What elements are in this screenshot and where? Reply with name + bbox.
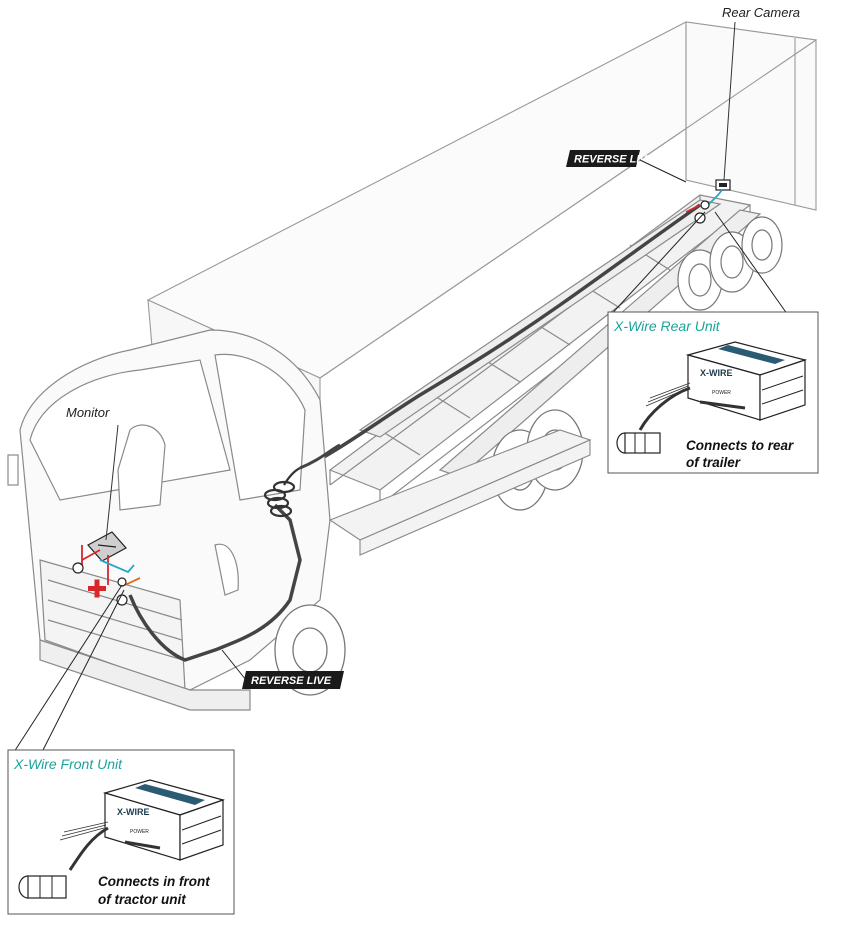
rear-camera-icon	[715, 179, 731, 191]
front-wire-orange	[124, 577, 141, 586]
svg-text:X-WIRE: X-WIRE	[700, 368, 733, 378]
rear-unit-note-line1: Connects to rear	[686, 438, 794, 453]
front-unit-title: X-Wire Front Unit	[13, 756, 123, 772]
reverse-live-tag-bottom: REVERSE LIVE	[242, 671, 344, 689]
front-unit-note-line2: of tractor unit	[98, 892, 186, 907]
coiled-cable-icon	[263, 467, 301, 518]
rear-wire-blue	[707, 189, 723, 206]
rear-unit-note-line2: of trailer	[686, 455, 741, 470]
svg-text:REVERSE LIVE: REVERSE LIVE	[251, 675, 332, 687]
tractor-cable	[128, 503, 302, 662]
trailer-cable	[299, 203, 702, 472]
monitor-label: Monitor	[66, 405, 110, 420]
tractor-chassis	[328, 429, 592, 556]
front-unit-box-icon: X-WIRE POWER	[102, 779, 226, 861]
reverse-live-tag-top: REVERSE LIVE	[566, 150, 655, 167]
front-unit-note-line1: Connects in front	[98, 874, 210, 889]
power-plus-icon	[88, 579, 106, 598]
rear-unit-connector-icon	[616, 432, 661, 454]
rear-wire-red	[685, 204, 701, 213]
rear-unit-title: X-Wire Rear Unit	[613, 318, 721, 334]
front-unit-connector-icon	[18, 875, 67, 899]
trailer-wheels	[677, 216, 783, 311]
svg-text:POWER: POWER	[130, 829, 149, 835]
rear-unit-cable	[638, 386, 691, 431]
front-unit-cable	[68, 826, 109, 871]
rear-unit-box-icon: X-WIRE POWER	[685, 341, 808, 421]
svg-text:REVERSE LIVE: REVERSE LIVE	[574, 154, 655, 166]
rear-unit-callout: X-Wire Rear Unit X-WIRE POWER Connects t…	[607, 311, 819, 474]
front-wire-blue	[99, 559, 135, 574]
svg-text:POWER: POWER	[712, 390, 731, 396]
rear-camera-label: Rear Camera	[722, 5, 800, 20]
rear-connector-icon	[700, 200, 710, 210]
front-ground-icon-left	[72, 562, 84, 574]
monitor-icon	[87, 531, 127, 562]
front-connector-icon	[117, 577, 127, 587]
front-unit-callout: X-Wire Front Unit X-WIRE POWER Connects …	[7, 749, 235, 915]
svg-text:X-WIRE: X-WIRE	[117, 807, 150, 817]
tractor-cab	[7, 329, 331, 711]
